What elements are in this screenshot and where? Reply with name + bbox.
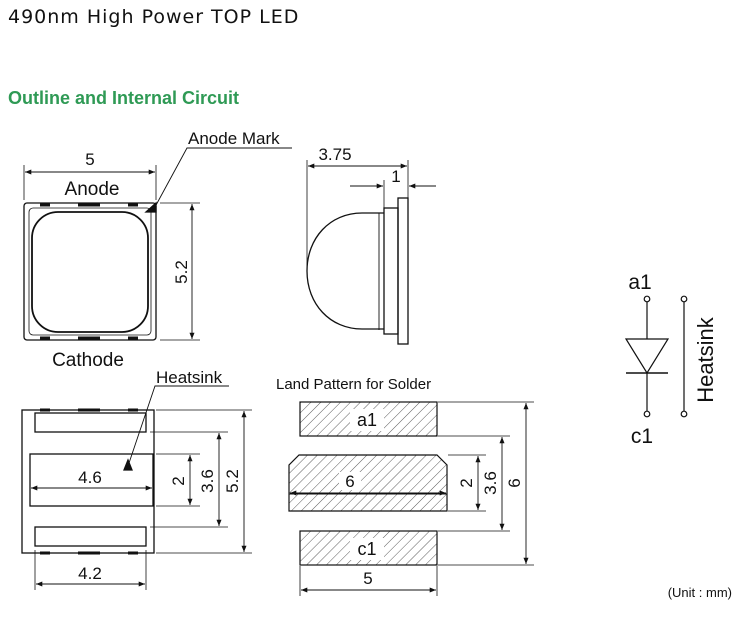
circuit-heatsink-label: Heatsink: [693, 316, 718, 403]
heatsink-leader: [127, 385, 229, 467]
land-total-height-dim: 6: [505, 478, 524, 487]
land-pattern-title: Land Pattern for Solder: [276, 376, 431, 393]
anode-mark: [144, 201, 157, 213]
land-center-width-dim: 6: [345, 472, 354, 491]
top-view: [23, 147, 292, 341]
land-width-dim: 5: [363, 569, 372, 588]
cathode-terminal: [643, 410, 651, 418]
anode-mark-leader: [154, 147, 292, 208]
circuit-anode-label: a1: [628, 271, 651, 294]
bottom-top-pad: [34, 412, 147, 433]
section-title: Outline and Internal Circuit: [8, 88, 240, 108]
land-heatsink-pad: [288, 454, 448, 512]
land-inner-height-dim: 3.6: [481, 471, 500, 495]
side-view: [306, 160, 436, 345]
bottom-total-height-dim: 5.2: [223, 469, 242, 493]
bottom-bottom-pad: [34, 526, 147, 547]
bottom-width-dim: 4.2: [78, 564, 102, 583]
page-title: 490nm High Power TOP LED: [8, 6, 300, 28]
cathode-label: Cathode: [52, 350, 124, 371]
side-view-base: [397, 197, 409, 345]
bottom-pad-height-dim: 2: [169, 476, 188, 485]
circuit-diagram: [624, 295, 688, 418]
side-view-body: [383, 207, 399, 335]
land-pad-a1-label: a1: [357, 410, 377, 430]
heatsink-pad: [29, 453, 154, 507]
circuit-cathode-label: c1: [631, 425, 653, 448]
unit-note: (Unit : mm): [667, 585, 732, 600]
land-pattern: [288, 401, 534, 596]
bottom-view: [21, 385, 252, 590]
side-depth-dim: 3.75: [318, 145, 351, 164]
anode-label: Anode: [65, 179, 120, 200]
top-width-dim: 5: [85, 150, 94, 169]
top-view-body: [23, 202, 157, 341]
diode-symbol: [624, 338, 670, 375]
lens-outline: [31, 211, 149, 333]
side-step-dim: 1: [391, 167, 400, 186]
land-pad-height-dim: 2: [457, 478, 476, 487]
anode-terminal: [643, 295, 651, 303]
heatsink-label: Heatsink: [156, 368, 223, 387]
side-view-lens: [306, 212, 384, 330]
bottom-pad-width-dim: 4.6: [78, 468, 102, 487]
anode-mark-label: Anode Mark: [188, 129, 280, 148]
top-view-inner: [28, 207, 152, 336]
land-pad-c1-label: c1: [357, 539, 376, 559]
top-height-dim: 5.2: [172, 260, 191, 284]
bottom-inner-height-dim: 3.6: [198, 469, 217, 493]
